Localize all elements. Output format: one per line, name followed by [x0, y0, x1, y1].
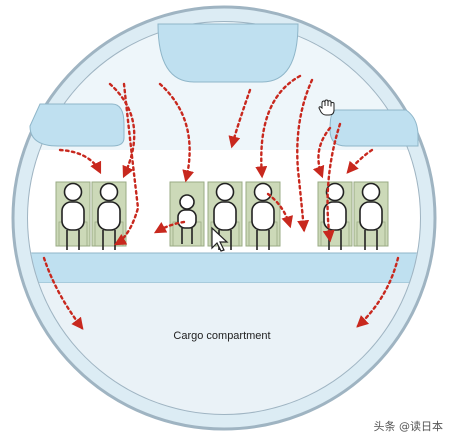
arrow-cursor-icon [211, 226, 229, 252]
passenger-body [177, 209, 197, 229]
airflow-arrow [228, 88, 252, 149]
cargo-label: Cargo compartment [173, 330, 270, 342]
adult-passenger [323, 182, 347, 250]
passengers [61, 182, 383, 250]
passenger-body [359, 201, 383, 231]
passenger-legs [364, 230, 378, 250]
passenger-head [215, 182, 235, 202]
passenger-body [213, 201, 237, 231]
overhead-bin-left [29, 103, 125, 147]
airflow-arrow [108, 82, 136, 179]
cabin-floor [28, 252, 420, 284]
passenger-legs [66, 230, 80, 250]
airflow-arrows [42, 74, 400, 330]
adult-passenger [359, 182, 383, 250]
passenger-head [63, 182, 83, 202]
airflow-arrow [58, 148, 102, 175]
passenger-legs [256, 230, 270, 250]
airflow-arrow [356, 256, 400, 328]
passenger-head [179, 194, 195, 210]
airflow-arrow [296, 78, 314, 233]
child-passenger [177, 194, 197, 244]
airflow-arrow [346, 148, 374, 174]
passenger-legs [181, 228, 193, 244]
adult-passenger [213, 182, 237, 250]
airflow-arrow [322, 122, 342, 243]
passenger-head [325, 182, 345, 202]
passenger-body [97, 201, 121, 231]
airflow-arrow [312, 126, 332, 179]
airflow-arrow [153, 220, 186, 234]
airflow-arrow [255, 74, 302, 179]
airflow-arrow [42, 256, 84, 330]
overhead-bin-center [157, 23, 299, 83]
passenger-body [61, 201, 85, 231]
watermark: 头条 @读日本 [374, 419, 444, 433]
adult-passenger [251, 182, 275, 250]
overhead-bin-right [329, 109, 419, 147]
passenger-head [361, 182, 381, 202]
passenger-head [253, 182, 273, 202]
adult-passenger [61, 182, 85, 250]
passenger-head [99, 182, 119, 202]
airflow-arrow [266, 192, 293, 229]
airflow-arrow [158, 82, 195, 183]
airflow-arrow [113, 82, 140, 246]
passenger-body [251, 201, 275, 231]
hand-cursor-icon [318, 99, 335, 116]
passenger-body [323, 201, 347, 231]
